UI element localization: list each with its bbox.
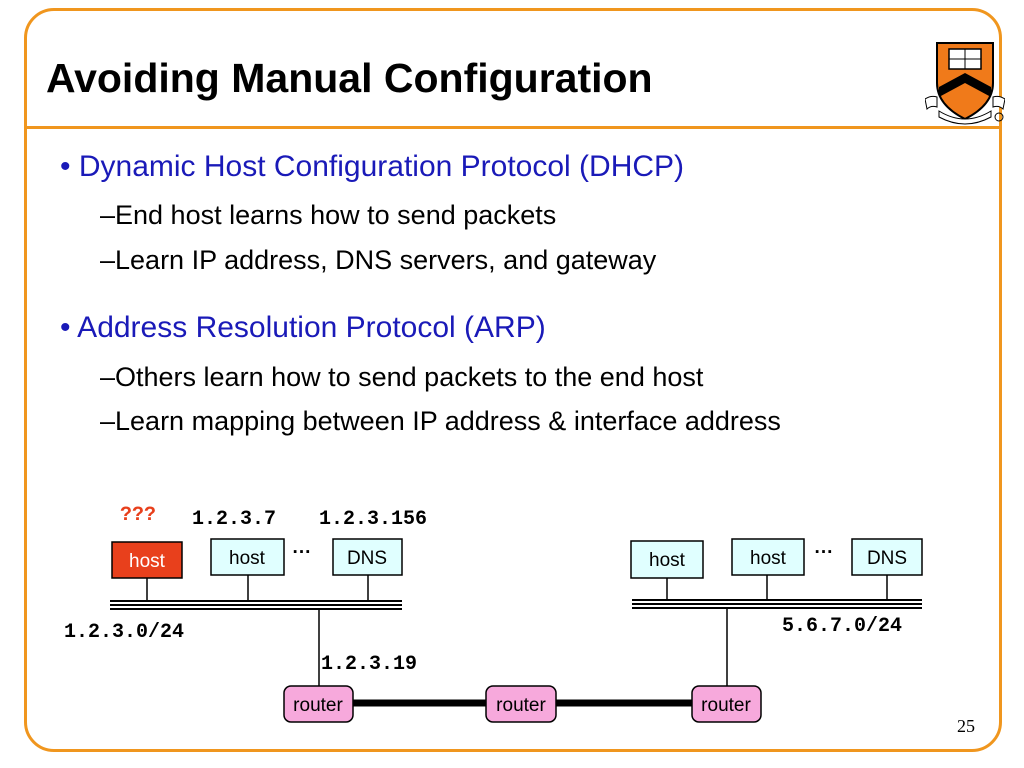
slide-frame (24, 8, 1002, 752)
router-middle-label: router (496, 695, 546, 716)
sub-bullet-dhcp-2: –Learn IP address, DNS servers, and gate… (100, 245, 657, 275)
sub-bullet-arp-2: –Learn mapping between IP address & inte… (100, 406, 781, 436)
right-dns-label: DNS (867, 548, 907, 569)
right-dns: DNS (851, 538, 923, 576)
title-divider (24, 126, 1002, 129)
left-dns-ip-label: 1.2.3.156 (319, 508, 427, 531)
router-right: router (691, 685, 762, 723)
left-subnet-label: 1.2.3.0/24 (64, 621, 184, 644)
unknown-host: host (111, 541, 183, 579)
princeton-shield-icon (925, 42, 1005, 125)
router-left-label: router (293, 695, 343, 716)
right-host-2-label: host (750, 548, 787, 569)
router-middle: router (485, 685, 557, 723)
left-lan-bus (110, 600, 402, 610)
unknown-host-label: host (129, 551, 166, 572)
left-host-ip-label: 1.2.3.7 (192, 508, 276, 531)
sub-bullet-dhcp-1: –End host learns how to send packets (100, 200, 557, 230)
right-host-1: host (630, 540, 704, 579)
right-host-1-label: host (649, 550, 686, 571)
slide-title: Avoiding Manual Configuration (46, 55, 653, 101)
right-subnet-label: 5.6.7.0/24 (782, 615, 902, 638)
router-right-label: router (701, 695, 751, 716)
page-number: 25 (957, 716, 975, 736)
bullet-arp: • Address Resolution Protocol (ARP) (60, 311, 546, 344)
left-dns-label: DNS (347, 548, 387, 569)
right-lan-bus (632, 599, 922, 609)
left-ellipsis: ··· (293, 542, 312, 563)
right-host-2: host (731, 538, 805, 576)
right-ellipsis: ··· (815, 542, 834, 563)
left-host-label: host (229, 548, 266, 569)
unknown-ip-label: ??? (120, 504, 156, 527)
left-host: host (210, 538, 285, 576)
router-ip-label: 1.2.3.19 (321, 653, 417, 676)
router-left: router (283, 685, 354, 723)
sub-bullet-arp-1: –Others learn how to send packets to the… (100, 362, 704, 392)
left-dns: DNS (332, 538, 403, 576)
bullet-dhcp: • Dynamic Host Configuration Protocol (D… (60, 150, 685, 183)
